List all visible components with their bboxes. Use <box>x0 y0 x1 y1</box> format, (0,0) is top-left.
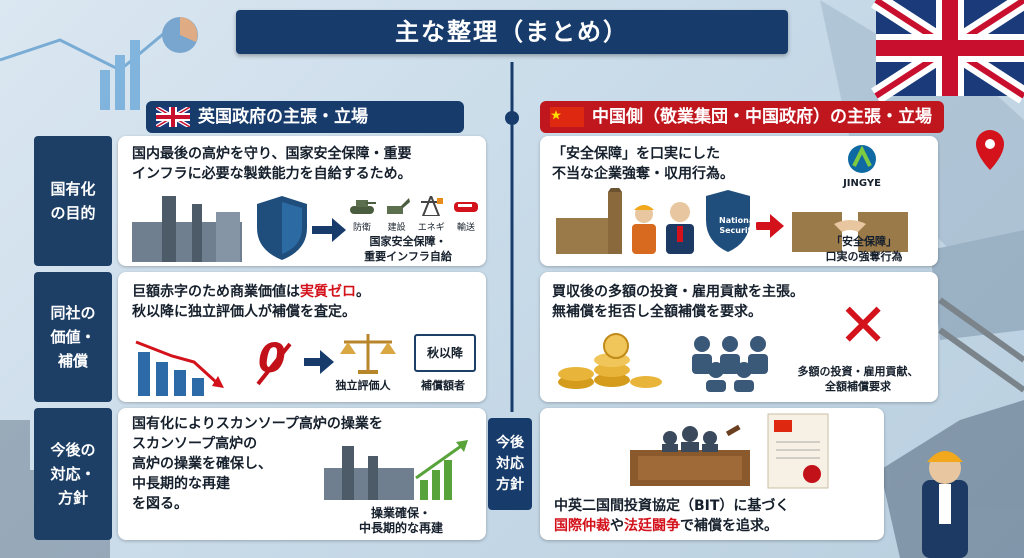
excavator-icon <box>386 198 410 214</box>
uk-future-text: 国有化によりスカンソープ高炉の操業を スカンソープ高炉の 高炉の操業を確保し、 … <box>132 416 383 512</box>
page-title: 主な整理（まとめ） <box>236 10 788 54</box>
train-icon <box>453 202 478 212</box>
official-icon <box>666 202 694 254</box>
uk-value-text-highlight: 実質ゼロ <box>300 284 356 300</box>
uk-future-panel: 国有化によりスカンソープ高炉の操業を スカンソープ高炉の 高炉の操業を確保し、 … <box>118 408 486 540</box>
treaty-document-icon <box>767 413 829 489</box>
sector-defense: 防衛 <box>346 196 378 246</box>
scales-icon <box>340 334 396 374</box>
strike-icon <box>256 342 292 386</box>
cn-future-mid: や <box>610 518 624 534</box>
jingye-logo: JINGYE <box>832 144 892 189</box>
row-label-future: 今後の 対応・ 方針 <box>34 408 112 540</box>
uk-purpose-text: 国内最後の高炉を守り、国家安全保障・重要 インフラに必要な製鉄能力を自給するため… <box>132 146 412 182</box>
future-policy-label: 今後 対応 方針 <box>488 418 532 510</box>
row-label-purpose: 国有化 の目的 <box>34 136 112 266</box>
parliament-building-icon <box>556 188 622 254</box>
sector-energy-label: エネギー <box>417 223 445 246</box>
handshake-building-icon <box>792 212 908 252</box>
autumn-calendar-icon: 秋以降 <box>414 334 476 372</box>
uk-value-text: 巨額赤字のため商業価値は実質ゼロ。 秋以降に独立評価人が補償を査定。 <box>132 282 370 322</box>
compensation-caption: 補償額者 <box>421 379 465 392</box>
workers-group-icon <box>692 336 768 392</box>
independent-assessor-caption: 独立評価人 <box>335 379 391 392</box>
national-security-badge: National Security <box>719 216 757 235</box>
sector-defense-label: 防衛 <box>352 223 371 233</box>
cn-future-line2: 国際仲裁や法廷闘争で補償を追求。 <box>554 516 778 536</box>
arrow-icon <box>312 218 346 242</box>
uk-column-header: 英国政府の主張・立場 <box>146 101 464 133</box>
cn-future-panel: 中英二国間投資協定（BIT）に基づく 国際仲裁や法廷闘争で補償を追求。 <box>540 408 884 540</box>
cn-future-line1: 中英二国間投資協定（BIT）に基づく <box>554 498 790 514</box>
uk-purpose-panel: 国内最後の高炉を守り、国家安全保障・重要 インフラに必要な製鉄能力を自給するため… <box>118 136 486 266</box>
uk-value-text-post: 。 秋以降に独立評価人が補償を査定。 <box>132 284 370 320</box>
cn-future-red1: 国際仲裁 <box>554 518 610 534</box>
cn-column-header: 中国側（敬業集団・中国政府）の主張・立場 <box>540 101 944 133</box>
zero-value-icon: 0 <box>258 336 286 382</box>
arrow-icon <box>304 350 334 374</box>
sector-transport-label: 輸送 <box>456 223 475 233</box>
power-tower-icon <box>421 193 444 217</box>
china-flag-icon <box>550 107 584 127</box>
cn-value-caption: 多額の投資・雇用貢献、 全額補償要求 <box>797 365 919 393</box>
cn-value-panel: 買収後の多額の投資・雇用貢献を主張。 無補償を拒否し全額補償を要求。 ✕ 多額の… <box>540 272 938 402</box>
cn-header-text: 中国側（敬業集団・中国政府）の主張・立場 <box>592 107 932 127</box>
steel-plant-icon <box>132 196 242 262</box>
cn-purpose-caption: 「安全保障」 口実の強奪行為 <box>825 235 903 263</box>
uk-header-text: 英国政府の主張・立場 <box>198 107 368 127</box>
worker-icon <box>632 205 656 254</box>
row-label-value: 同社の 価値・ 補償 <box>34 272 112 402</box>
courtroom-icon <box>630 424 750 486</box>
sector-icons: 防衛 建設 エネギー 輸送 <box>346 193 482 246</box>
reject-x-icon: ✕ <box>838 291 889 361</box>
shield-icon <box>706 190 750 252</box>
uk-flag-icon <box>156 107 190 127</box>
steel-plant-growth-icon <box>324 440 468 500</box>
cn-future-post: で補償を追求。 <box>680 518 778 534</box>
jingye-logo-icon <box>848 145 876 173</box>
map-pin-icon <box>976 130 1004 170</box>
factory-shield-illustration <box>132 196 346 262</box>
uk-value-text-pre: 巨額赤字のため商業価値は <box>132 284 300 300</box>
uk-flag-icon <box>871 0 1024 104</box>
seizure-illustration <box>556 188 908 254</box>
cn-future-red2: 法廷闘争 <box>624 518 680 534</box>
uk-value-panel: 巨額赤字のため商業価値は実質ゼロ。 秋以降に独立評価人が補償を査定。 0 秋以降… <box>118 272 486 402</box>
declining-chart-icon <box>135 340 224 396</box>
tank-icon <box>350 200 376 214</box>
sector-energy: エネギー <box>415 193 447 246</box>
worker-figure-icon <box>922 451 968 558</box>
sector-transport: 輸送 <box>450 196 482 246</box>
cn-purpose-panel: 「安全保障」を口実にした 不当な企業強奪・収用行為。 JINGYE <box>540 136 938 266</box>
arrow-icon <box>756 214 784 238</box>
shield-icon <box>257 196 307 260</box>
coins-icon <box>558 333 662 389</box>
sector-construction-label: 建設 <box>387 223 406 233</box>
cn-purpose-text: 「安全保障」を口実にした 不当な企業強奪・収用行為。 <box>552 146 734 182</box>
uk-purpose-caption: 国家安全保障・ 重要インフラ自給 <box>364 235 452 263</box>
cn-value-text: 買収後の多額の投資・雇用貢献を主張。 無補償を拒否し全額補償を要求。 <box>552 284 804 320</box>
jingye-logo-text: JINGYE <box>843 178 881 189</box>
sector-construction: 建設 <box>381 196 413 246</box>
uk-future-caption: 操業確保・ 中長期的な再建 <box>358 506 443 535</box>
